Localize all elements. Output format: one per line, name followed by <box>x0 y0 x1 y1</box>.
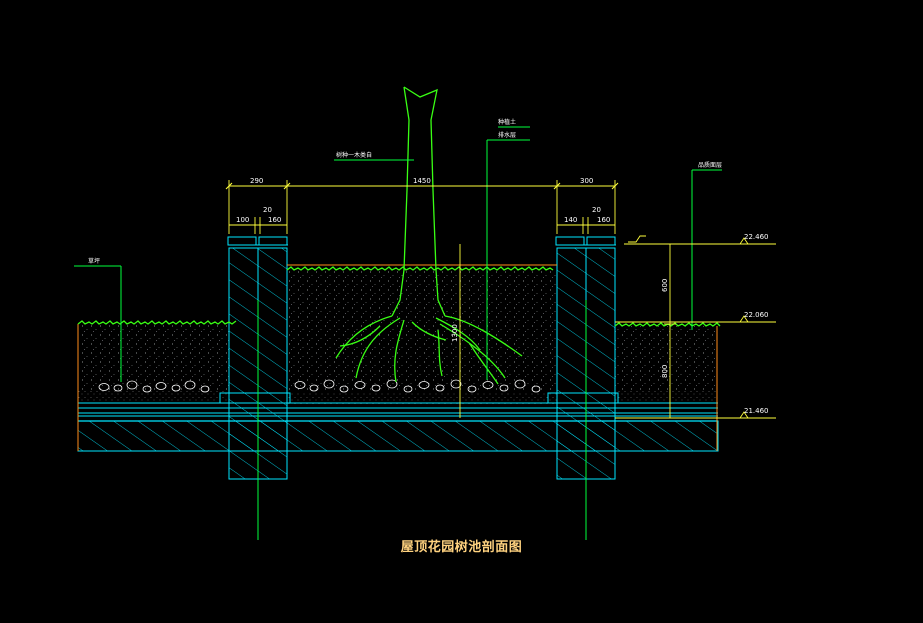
right-grass <box>614 322 721 327</box>
tree <box>335 86 523 385</box>
dim-span: 1450 <box>413 177 431 185</box>
drawing-title: 屋顶花园树池剖面图 <box>400 540 523 555</box>
leader-lines <box>74 126 722 540</box>
base-slab <box>77 420 719 452</box>
label-left-note: 草坪 <box>88 257 100 265</box>
gravel <box>98 379 541 393</box>
dim-height-mid: 800 <box>661 365 669 378</box>
dim-right-b: 160 <box>597 216 610 224</box>
elevation-top: 22.460 <box>744 233 769 241</box>
soil-fills <box>78 270 717 404</box>
dim-right-gap: 20 <box>592 206 601 214</box>
dim-left-gap: 20 <box>263 206 272 214</box>
dim-left-a: 100 <box>236 216 249 224</box>
label-soil-top: 种植土 <box>498 118 516 126</box>
label-tree-note: 树种一木类自 <box>336 151 372 159</box>
elevation-bottom: 21.460 <box>744 407 769 415</box>
dimension-lines <box>228 180 776 419</box>
dim-left-total: 290 <box>250 177 263 185</box>
elevation-middle: 22.060 <box>744 311 769 319</box>
trunk-left-edge <box>391 86 410 317</box>
left-grass <box>77 320 237 325</box>
pit-soil <box>287 270 557 392</box>
trunk-right-edge <box>403 86 446 317</box>
dim-left-b: 160 <box>268 216 281 224</box>
label-soil-mid: 排水层 <box>498 131 516 139</box>
dim-height-inner: 1300 <box>451 324 459 342</box>
label-right-note: 品质面层 <box>698 161 722 169</box>
pit-grass <box>286 266 554 271</box>
dim-right-total: 300 <box>580 177 593 185</box>
dim-right-a: 140 <box>564 216 577 224</box>
dim-height-top: 600 <box>661 279 669 292</box>
left-soil <box>78 324 229 391</box>
right-soil <box>615 326 717 391</box>
